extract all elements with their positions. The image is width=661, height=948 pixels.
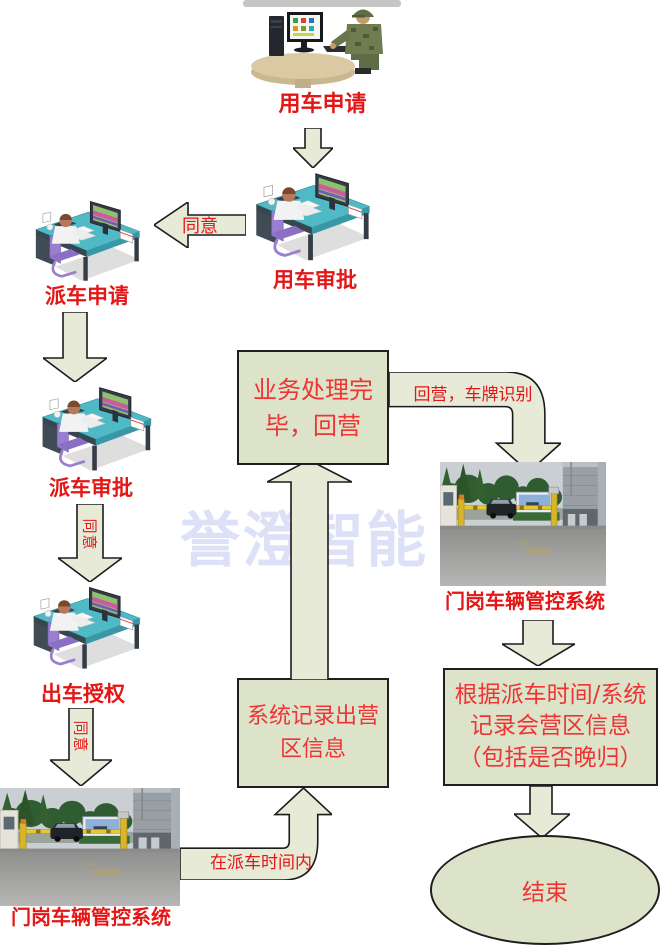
caption-approve-use: 用车审批: [273, 268, 357, 292]
business-done-text: 业务处理完毕，回营: [253, 375, 373, 440]
desk-illustration-dispatch-approve: [26, 384, 164, 476]
gate-photo-left: [0, 788, 180, 906]
arrow-bent-down: [389, 372, 561, 472]
caption-dispatch-apply: 派车申请: [45, 284, 129, 308]
caption-gate-right: 门岗车辆管控系统: [445, 589, 605, 613]
end-ellipse: 结束: [430, 835, 660, 945]
caption-gate-left: 门岗车辆管控系统: [11, 905, 171, 929]
arrow-down-5: [502, 620, 575, 666]
arrow-bent-up: [180, 788, 332, 880]
caption-dispatch-approve: 派车审批: [49, 476, 133, 500]
arrow-left-agree: [154, 202, 246, 248]
desk-illustration-depart-auth: [20, 584, 150, 674]
within-time-label: 在派车时间内: [210, 853, 312, 873]
arrow-down-2: [43, 312, 107, 382]
record-exit-box: 系统记录出营区信息: [237, 678, 389, 788]
return-info-text: 根据派车时间/系统记录会营区信息（包括是否晚归）: [454, 682, 647, 771]
gate-photo-right: [440, 462, 606, 586]
agree-label-vertical-1: 同意: [80, 518, 99, 551]
desk-illustration-dispatch-apply: [24, 198, 148, 286]
arrow-up-long: [267, 460, 352, 680]
agree-label-vertical-2: 同意: [71, 720, 90, 753]
caption-depart-auth: 出车授权: [41, 682, 125, 706]
desk-illustration-approve-use: [248, 170, 374, 266]
arrow-down-4: [50, 708, 112, 786]
business-done-box: 业务处理完毕，回营: [237, 350, 389, 465]
arrow-down-3: [58, 504, 122, 582]
return-info-box: 根据派车时间/系统记录会营区信息（包括是否晚归）: [443, 668, 658, 786]
arrow-down-1: [293, 128, 333, 168]
end-text: 结束: [522, 880, 568, 906]
return-plate-label: 回营，车牌识别: [413, 385, 533, 405]
agree-label-horizontal: 同意: [182, 216, 218, 237]
arrow-down-6: [514, 786, 570, 838]
caption-vehicle-apply: 用车申请: [278, 92, 367, 117]
record-exit-text: 系统记录出营区信息: [246, 704, 379, 762]
soldier-photo: [243, 0, 401, 92]
